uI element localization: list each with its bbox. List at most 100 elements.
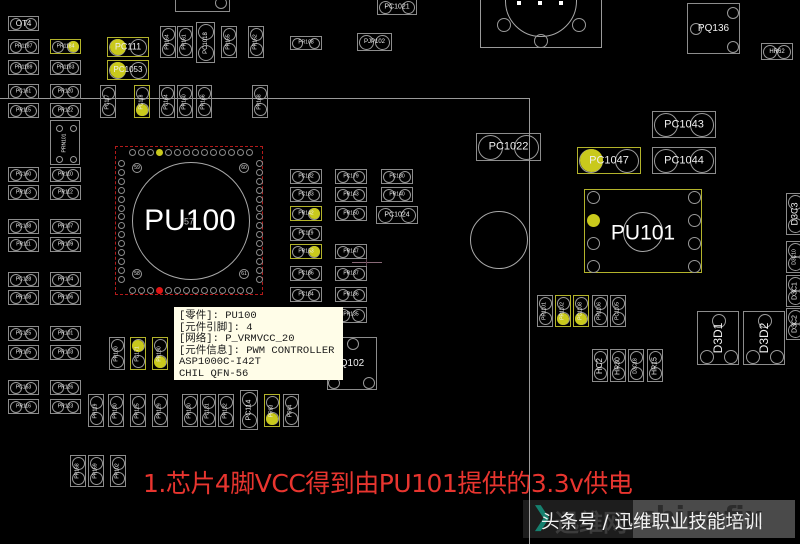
component-pr109[interactable]: PR109 <box>50 237 81 252</box>
pad[interactable] <box>241 413 257 428</box>
pad[interactable] <box>222 28 236 41</box>
pad[interactable] <box>253 103 267 116</box>
pin[interactable] <box>587 191 600 204</box>
component-pc1018[interactable]: PC1018 <box>196 22 215 63</box>
pad[interactable] <box>160 87 174 100</box>
pad[interactable] <box>111 472 125 485</box>
pad[interactable] <box>690 112 714 137</box>
pad[interactable] <box>25 220 37 233</box>
pad[interactable] <box>265 396 279 409</box>
pad[interactable] <box>654 112 678 137</box>
component-pr140[interactable]: PR140 <box>381 187 413 202</box>
pin[interactable] <box>118 160 125 167</box>
component-hr30[interactable]: HR30 <box>610 349 626 382</box>
pad[interactable] <box>178 43 192 56</box>
pad[interactable] <box>308 288 320 301</box>
component-pq136[interactable]: PQ136 <box>687 3 740 54</box>
pad[interactable] <box>249 43 263 56</box>
pad[interactable] <box>52 327 64 340</box>
pad[interactable] <box>292 288 304 301</box>
component-pjp102[interactable]: PJP102 <box>357 33 392 51</box>
corner-pin-58[interactable]: 58 <box>132 269 142 279</box>
pad[interactable] <box>648 367 662 380</box>
pad[interactable] <box>67 238 79 251</box>
pad[interactable] <box>67 346 79 359</box>
pad[interactable] <box>399 170 411 183</box>
component-pr161[interactable]: PR161 <box>177 26 193 58</box>
pin[interactable] <box>256 266 263 274</box>
component-d3d2[interactable]: D3D2 <box>743 311 785 365</box>
pin[interactable] <box>228 287 235 294</box>
pin[interactable] <box>118 186 125 194</box>
pad[interactable] <box>52 291 64 304</box>
pad[interactable] <box>197 24 214 40</box>
pad[interactable] <box>777 44 791 59</box>
component-pr116[interactable]: PR116 <box>8 399 39 414</box>
pin[interactable] <box>118 231 125 239</box>
pad[interactable] <box>648 351 662 364</box>
pad[interactable] <box>401 207 416 223</box>
pad[interactable] <box>337 267 349 280</box>
pin[interactable] <box>118 257 125 265</box>
component-pr113[interactable]: PR113 <box>8 185 39 200</box>
pad[interactable] <box>284 412 298 425</box>
pad[interactable] <box>353 170 365 183</box>
pad[interactable] <box>67 168 79 181</box>
corner-pin-60[interactable]: 60 <box>239 163 249 173</box>
component-pr122[interactable]: PR122 <box>50 103 81 118</box>
pad[interactable] <box>89 472 103 485</box>
pad[interactable] <box>399 188 411 201</box>
component-pr103[interactable]: PR103 <box>50 345 81 360</box>
pad[interactable] <box>215 0 227 9</box>
component-pr104[interactable]: PR104 <box>50 272 81 287</box>
pin[interactable] <box>118 204 125 212</box>
component-pr106[interactable]: PR106 <box>50 290 81 305</box>
pad[interactable] <box>178 103 192 116</box>
pad[interactable] <box>763 44 777 59</box>
pad[interactable] <box>787 256 800 271</box>
pad[interactable] <box>253 87 267 100</box>
component-pr126[interactable]: PR126 <box>50 380 81 395</box>
pad[interactable] <box>353 245 365 258</box>
pad[interactable] <box>758 314 772 328</box>
component-pr150[interactable]: PR150 <box>335 206 367 221</box>
pad[interactable] <box>383 170 395 183</box>
component-pr142[interactable]: PR142 <box>290 206 322 221</box>
component-pr1187[interactable]: PR1187 <box>8 39 39 54</box>
pad[interactable] <box>10 186 22 199</box>
pad[interactable] <box>160 103 174 116</box>
pin[interactable] <box>201 287 208 294</box>
pad[interactable] <box>611 367 625 380</box>
component-pr1189[interactable]: PR1189 <box>8 60 39 75</box>
component-pc138[interactable]: PC138 <box>8 219 39 234</box>
pad[interactable] <box>131 355 145 368</box>
component-pc171[interactable]: PC171 <box>130 337 146 370</box>
pad[interactable] <box>52 220 64 233</box>
mounting-hole-circle[interactable] <box>470 211 528 269</box>
component-pr143[interactable]: PR143 <box>335 187 367 202</box>
pin[interactable] <box>587 237 600 250</box>
pad[interactable] <box>353 188 365 201</box>
pad[interactable] <box>197 87 211 100</box>
pad[interactable] <box>101 87 115 100</box>
component-pr135[interactable]: PR135 <box>335 307 367 323</box>
component-prn101[interactable]: PRN101 <box>50 120 80 165</box>
component-pc111[interactable]: PC111 <box>107 37 149 57</box>
pad[interactable] <box>10 17 22 30</box>
pad[interactable] <box>25 238 37 251</box>
pad[interactable] <box>611 312 625 325</box>
component-pr83[interactable]: PR83 <box>264 394 280 427</box>
pad[interactable] <box>25 327 37 340</box>
component-pc128[interactable]: PC128 <box>8 272 39 287</box>
pad[interactable] <box>153 412 167 425</box>
pad[interactable] <box>611 351 625 364</box>
pad[interactable] <box>292 188 304 201</box>
pin[interactable] <box>165 287 172 294</box>
component-pr153[interactable]: PR153 <box>290 244 322 259</box>
component-pr125[interactable]: PR125 <box>130 394 146 427</box>
pad[interactable] <box>55 155 63 163</box>
pin[interactable] <box>256 222 263 230</box>
component-pr1184[interactable]: PR1184 <box>50 39 81 54</box>
pad[interactable] <box>690 148 714 173</box>
pad[interactable] <box>52 238 64 251</box>
